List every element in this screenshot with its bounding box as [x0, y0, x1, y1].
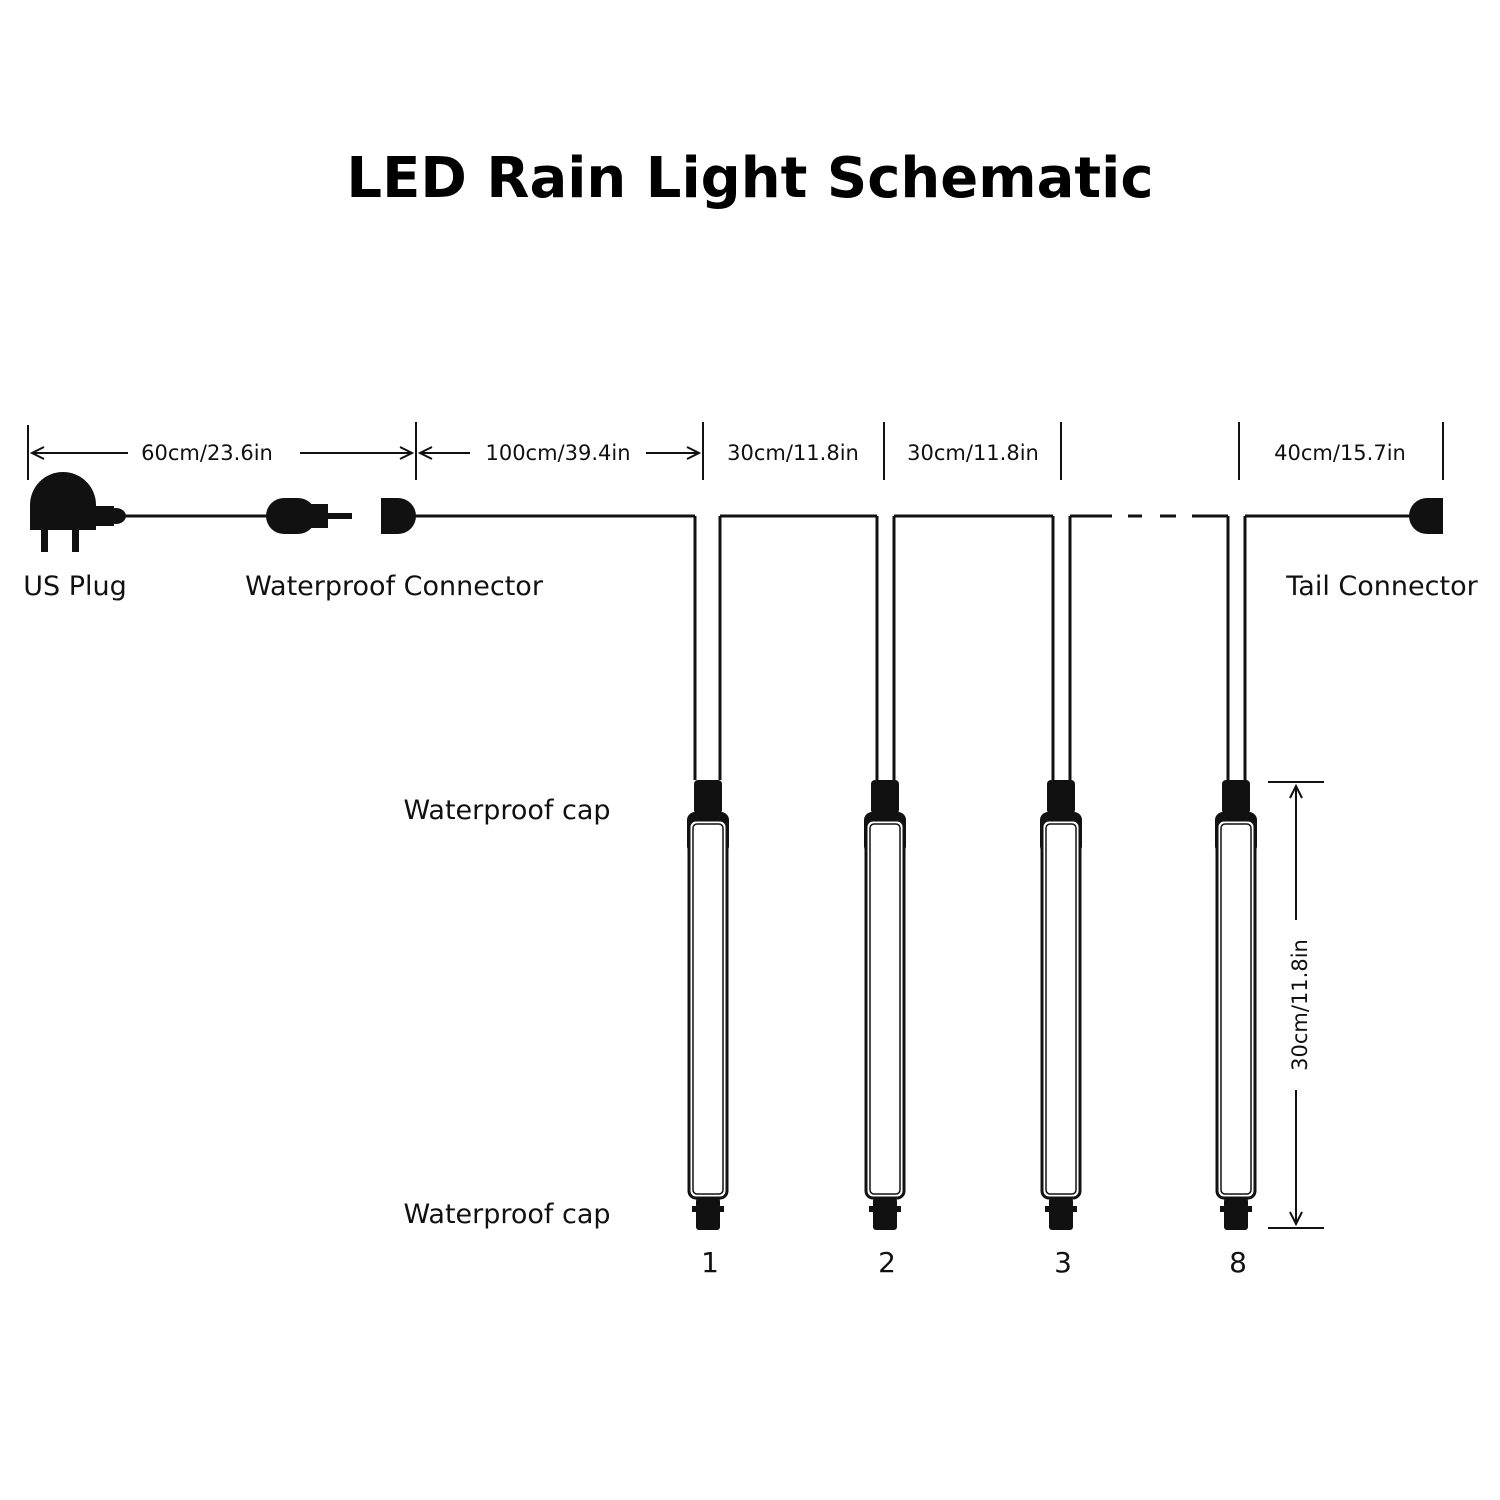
- tube-number: 2: [878, 1246, 896, 1279]
- tube-body: [687, 818, 729, 1200]
- waterproof-connector-female-icon: [381, 498, 416, 534]
- top-waterproof-cap: [694, 780, 722, 814]
- tube-inner: [1220, 823, 1252, 1195]
- bottom-cap-ring: [1220, 1206, 1252, 1212]
- bottom-cap-ring: [692, 1206, 724, 1212]
- tail-connector-icon: [1409, 498, 1443, 534]
- bottom-waterproof-cap: [696, 1198, 720, 1230]
- us-plug-icon: [30, 472, 126, 552]
- dim-plug-to-connector: 60cm/23.6in: [141, 441, 273, 465]
- bottom-waterproof-cap: [873, 1198, 897, 1230]
- tube-body: [1040, 818, 1082, 1200]
- tube-length-dimension: [1268, 781, 1324, 1229]
- waterproof-cap-top-label: Waterproof cap: [403, 795, 610, 826]
- tube-inner: [1045, 823, 1077, 1195]
- dim-last-tube-to-tail: 40cm/15.7in: [1274, 441, 1406, 465]
- dim-tube-spacing-2: 30cm/11.8in: [907, 441, 1039, 465]
- tube-number: 8: [1229, 1246, 1247, 1279]
- waterproof-connector-male-icon: [266, 498, 352, 534]
- bottom-cap-ring: [1045, 1206, 1077, 1212]
- waterproof-connector-label: Waterproof Connector: [245, 571, 544, 602]
- top-waterproof-cap: [1047, 780, 1075, 814]
- tube-inner: [869, 823, 901, 1195]
- dim-tube-length: 30cm/11.8in: [1288, 939, 1312, 1071]
- bottom-waterproof-cap: [1049, 1198, 1073, 1230]
- bottom-waterproof-cap: [1224, 1198, 1248, 1230]
- dim-tube-spacing-1: 30cm/11.8in: [727, 441, 859, 465]
- tail-connector-label: Tail Connector: [1285, 571, 1478, 602]
- tube-number: 3: [1054, 1246, 1072, 1279]
- led-tube: 8: [1215, 780, 1257, 1279]
- top-waterproof-cap: [1222, 780, 1250, 814]
- tube-body: [1215, 818, 1257, 1200]
- tube-number: 1: [701, 1246, 719, 1279]
- tube-inner: [692, 823, 724, 1195]
- led-tube: 3: [1040, 780, 1082, 1279]
- main-bus-wires: [410, 514, 1415, 780]
- top-waterproof-cap: [871, 780, 899, 814]
- bottom-cap-ring: [869, 1206, 901, 1212]
- led-tube: 1: [687, 780, 729, 1279]
- us-plug-label: US Plug: [23, 571, 127, 602]
- page-title: LED Rain Light Schematic: [346, 146, 1153, 211]
- tube-body: [864, 818, 906, 1200]
- dim-connector-to-first-tube: 100cm/39.4in: [485, 441, 630, 465]
- led-tube: 2: [864, 780, 906, 1279]
- waterproof-cap-bottom-label: Waterproof cap: [403, 1199, 610, 1230]
- tubes: 1 2 3 8: [687, 780, 1257, 1279]
- dimension-lines: [27, 422, 1444, 480]
